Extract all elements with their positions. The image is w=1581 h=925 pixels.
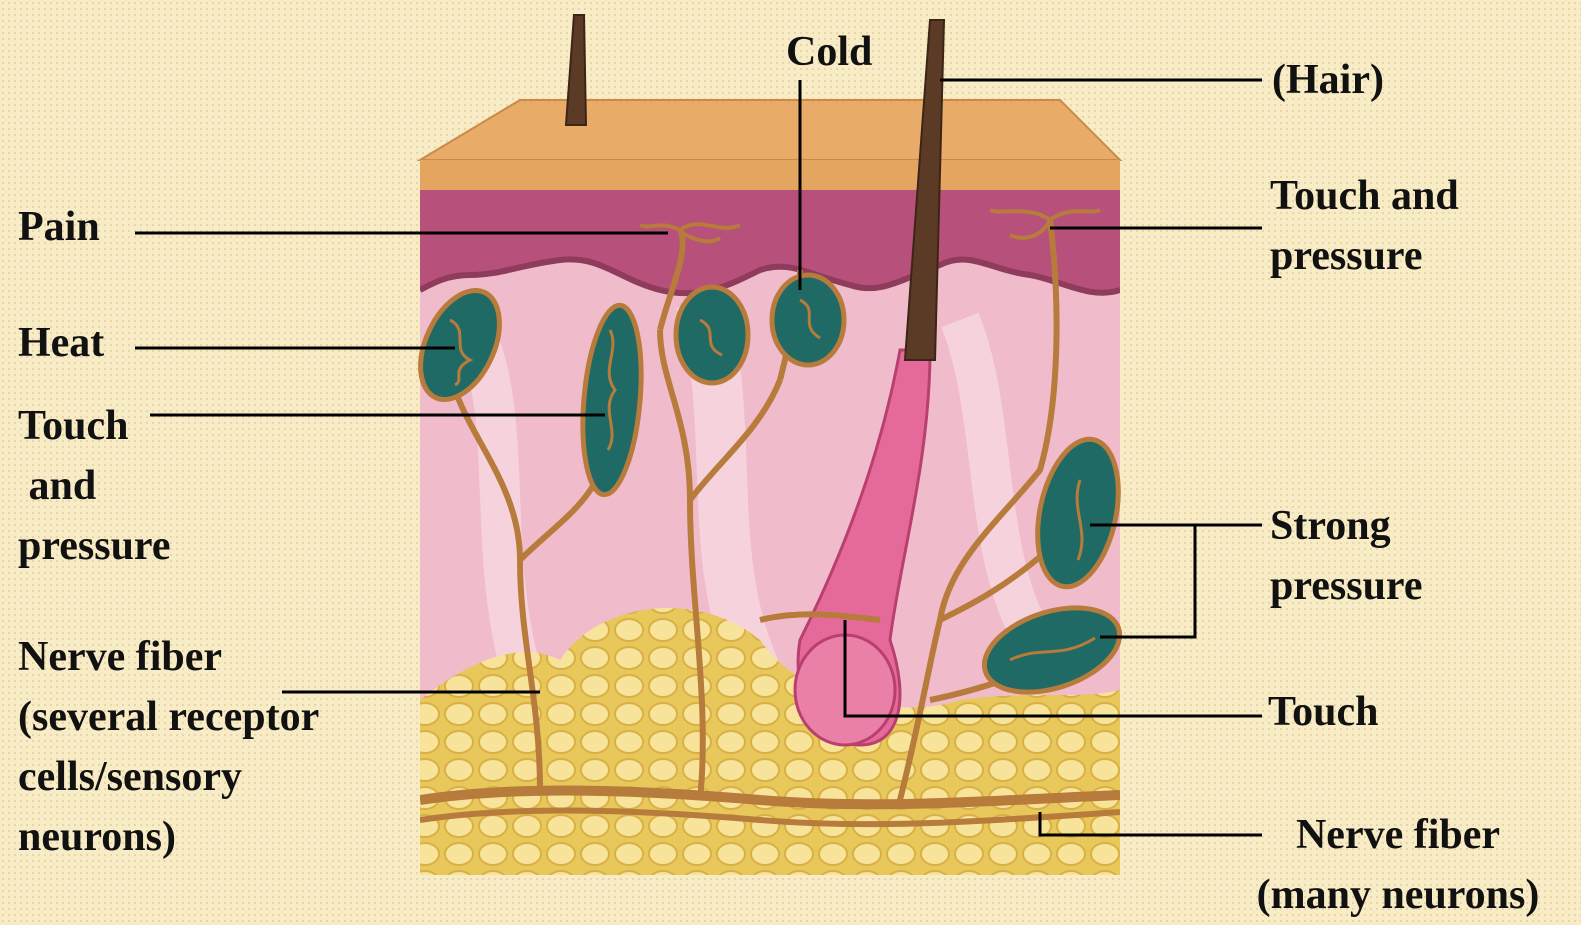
label-nerve-fiber-left: Nerve fiber (several receptor cells/sens…	[18, 627, 319, 867]
epidermis	[420, 160, 1120, 190]
label-strong-pressure: Strong pressure	[1270, 496, 1422, 616]
skin-block	[420, 15, 1120, 875]
label-hair: (Hair)	[1272, 50, 1384, 110]
label-touch-pressure-right: Touch and pressure	[1270, 166, 1459, 286]
label-pain: Pain	[18, 197, 100, 257]
label-touch-pressure-left: Touch and pressure	[18, 396, 170, 576]
label-heat: Heat	[18, 313, 104, 373]
touch-receptor-mid	[676, 287, 748, 383]
label-touch: Touch	[1268, 682, 1379, 742]
skin-surface	[420, 100, 1120, 160]
label-cold: Cold	[786, 22, 872, 82]
label-nerve-fiber-right: Nerve fiber (many neurons)	[1238, 805, 1558, 925]
hair-left	[566, 15, 586, 125]
